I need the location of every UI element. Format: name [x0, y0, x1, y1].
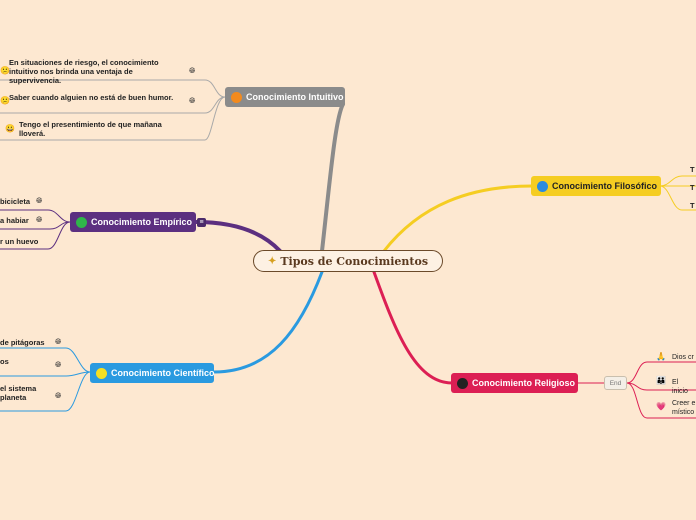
emoji-icon: 😕	[0, 96, 10, 105]
topic-filosofico-label: Conocimiento Filosófico	[552, 181, 657, 191]
branch-religioso	[372, 270, 454, 385]
intuitivo-item-2[interactable]: Saber cuando alguien no está de buen hum…	[9, 93, 174, 102]
globe-icon[interactable]: 🌐︎	[189, 96, 196, 105]
religioso-item-1[interactable]: Dios cr	[672, 354, 694, 361]
yellow-circle-icon	[96, 367, 107, 379]
black-circle-icon	[457, 377, 468, 389]
branch-empirico	[194, 220, 282, 253]
empirico-item-1[interactable]: bicicleta	[0, 197, 31, 206]
smile-emoji-icon: 😀	[5, 124, 15, 133]
topic-cientifico-label: Conocimiento Científico	[111, 368, 215, 378]
globe-icon[interactable]: 🌐︎	[55, 360, 62, 369]
filosofico-item-1[interactable]: T	[690, 165, 695, 174]
globe-icon[interactable]: 🌐︎	[55, 337, 62, 346]
empirico-item-3[interactable]: r un huevo	[0, 237, 39, 246]
empirico-item-2[interactable]: a habiar	[0, 216, 29, 225]
topic-empirico-label: Conocimiento Empírico	[91, 217, 193, 227]
topic-intuitivo[interactable]: Conocimiento Intuitivo	[225, 87, 345, 107]
emoji-icon: 😕	[0, 66, 10, 75]
branch-intuitivo	[320, 102, 345, 253]
central-topic[interactable]: ✦ Tipos de Conocimientos	[253, 250, 443, 272]
praying-hands-icon: 🙏	[656, 352, 666, 361]
cientifico-item-1[interactable]: de pitágoras	[0, 338, 45, 347]
intuitivo-item-1[interactable]: En situaciones de riesgo, el conocimient…	[9, 58, 159, 85]
globe-icon[interactable]: 🌐︎	[36, 215, 43, 224]
cientifico-item-3[interactable]: el sistema planeta	[0, 384, 37, 402]
green-circle-icon	[76, 216, 87, 228]
topic-religioso-label: Conocimiento Religioso	[472, 378, 576, 388]
cientifico-item-2[interactable]: os	[0, 357, 9, 366]
filosofico-item-2[interactable]: T	[690, 183, 695, 192]
orange-circle-icon	[231, 91, 242, 103]
family-icon: 👪	[656, 376, 666, 385]
intuitivo-item-3[interactable]: Tengo el presentimiento de que mañana ll…	[19, 120, 162, 138]
globe-icon[interactable]: 🌐︎	[189, 66, 196, 75]
heart-icon: 💗	[656, 402, 666, 411]
topic-filosofico[interactable]: Conocimiento Filosófico	[531, 176, 661, 196]
sparkle-icon: ✦	[267, 255, 277, 267]
branch-cientifico	[212, 270, 324, 374]
central-topic-label: Tipos de Conocimientos	[280, 254, 429, 268]
globe-icon[interactable]: 🌐︎	[36, 196, 43, 205]
religioso-item-2[interactable]: El inicio	[672, 379, 688, 395]
topic-cientifico[interactable]: Conocimiento Científico	[90, 363, 215, 383]
topic-empirico[interactable]: Conocimiento Empírico	[70, 212, 196, 232]
blue-circle-icon	[537, 180, 548, 192]
religioso-item-3[interactable]: Creer e místico	[672, 400, 696, 416]
end-node[interactable]: End	[604, 376, 627, 390]
topic-religioso[interactable]: Conocimiento Religioso	[451, 373, 578, 393]
branch-filosofico	[382, 184, 534, 253]
note-icon[interactable]: ≡	[197, 218, 206, 227]
topic-intuitivo-label: Conocimiento Intuitivo	[246, 92, 344, 102]
globe-icon[interactable]: 🌐︎	[55, 391, 62, 400]
filosofico-item-3[interactable]: T	[690, 201, 695, 210]
